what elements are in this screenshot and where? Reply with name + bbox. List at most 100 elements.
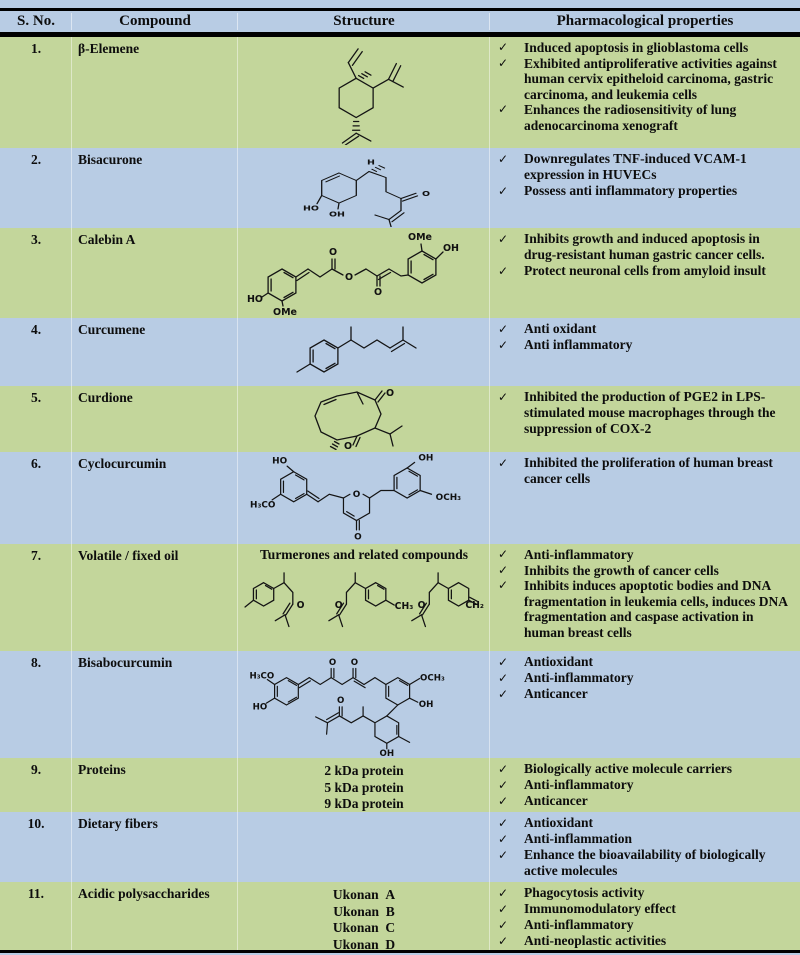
- property-text: Biologically active molecule carriers: [524, 761, 733, 776]
- structure-text: Ukonan A Ukonan B Ukonan C Ukonan D: [333, 885, 395, 950]
- structure-caption: Turmerones and related compounds: [260, 547, 468, 562]
- property-text: Anti-inflammation: [524, 831, 632, 846]
- property-text: Anti-inflammatory: [524, 670, 634, 685]
- property-text: Anti oxidant: [524, 321, 597, 336]
- structure-drawing: O O O OMe OH HO OMe: [247, 232, 459, 317]
- check-icon: ✓: [498, 671, 509, 685]
- property-text: Inhibits the growth of cancer cells: [524, 562, 719, 578]
- structure-drawing: HO H₃CO O O OH OCH₃: [250, 454, 461, 543]
- structure-cell: [238, 812, 490, 882]
- check-icon: ✓: [498, 934, 509, 948]
- atom-label: O: [344, 441, 352, 450]
- structure-cell: H O HO OH: [238, 148, 490, 228]
- table-row: 2. Bisacurone H O HO OH: [0, 148, 800, 228]
- property-item: ✓Exhibited antiproliferative activities …: [498, 56, 794, 103]
- property-text: Induced apoptosis in glioblastoma cells: [524, 40, 749, 55]
- atom-label: O: [297, 600, 305, 611]
- check-icon: ✓: [498, 232, 509, 246]
- structure-cell: HO H₃CO O O OH OCH₃: [238, 452, 490, 544]
- atom-label: O: [345, 272, 353, 283]
- property-item: ✓Protect neuronal cells from amyloid ins…: [498, 263, 794, 279]
- check-icon: ✓: [498, 778, 509, 792]
- structure-drawing: [338, 47, 404, 145]
- property-text: Enhance the bioavailability of biologica…: [524, 847, 766, 878]
- serial-number: 3.: [0, 228, 72, 318]
- property-text: Anti-inflammatory: [524, 777, 634, 792]
- properties-cell: ✓ Inhibited the production of PGE2 in LPS…: [490, 386, 800, 452]
- table-row: 5. Curdione O O ✓Inhibited the productio…: [0, 386, 800, 452]
- check-icon: ✓: [498, 886, 509, 900]
- property-item: ✓Induced apoptosis in glioblastoma cells: [498, 40, 794, 56]
- property-item: ✓Antioxidant: [498, 815, 794, 831]
- property-text: Inhibited the production of PGE2 in LPS-…: [524, 389, 776, 436]
- structure-cell: [238, 318, 490, 386]
- property-text: Enhances the radiosensitivity of lung ad…: [524, 102, 737, 133]
- properties-cell: ✓ Inhibits growth and induced apoptosis i…: [490, 228, 800, 318]
- properties-cell: ✓Downregulates TNF-induced VCAM-1 expres…: [490, 148, 800, 228]
- serial-number: 7.: [0, 544, 72, 651]
- property-item: ✓Downregulates TNF-induced VCAM-1 expres…: [498, 151, 794, 183]
- property-item: ✓ Inhibited the production of PGE2 in LPS…: [498, 389, 794, 437]
- property-text: Anti-inflammatory: [524, 547, 634, 562]
- structure-cell: O O O OMe OH HO OMe: [238, 228, 490, 318]
- compound-name: Cyclocurcumin: [72, 452, 238, 544]
- serial-number: 2.: [0, 148, 72, 228]
- properties-cell: ✓Antioxidant ✓ Anti-inflammation ✓ Enhance…: [490, 812, 800, 882]
- check-icon: ✓: [498, 264, 509, 278]
- structure-cell: Turmerones and related compounds: [238, 544, 490, 651]
- atom-label: HO: [253, 702, 268, 712]
- compound-name: Proteins: [72, 758, 238, 812]
- property-text: Inhibits growth and induced apoptosis in…: [524, 231, 765, 262]
- table-row: 4. Curcumene ✓Anti oxidant ✓Anti inflamm…: [0, 318, 800, 386]
- serial-number: 8.: [0, 651, 72, 758]
- check-icon: ✓: [498, 322, 509, 336]
- check-icon: ✓: [498, 562, 509, 577]
- properties-cell: ✓Inhibited the proliferation of human br…: [490, 452, 800, 544]
- serial-number: 1.: [0, 37, 72, 148]
- property-item: ✓ Inhibits induces apoptotic bodies and D…: [498, 578, 794, 640]
- property-item: ✓Anticancer: [498, 686, 794, 702]
- property-item: ✓Inhibited the proliferation of human br…: [498, 455, 794, 487]
- top-border-strip: [0, 0, 800, 11]
- structure-drawing: O O CH₃ O CH₂: [244, 572, 484, 628]
- compound-name: Curdione: [72, 386, 238, 452]
- atom-label: OMe: [273, 307, 297, 317]
- check-icon: ✓: [498, 547, 509, 561]
- atom-label: CH₂: [465, 600, 484, 611]
- compound-name: β-Elemene: [72, 37, 238, 148]
- property-text: Immunomodulatory effect: [524, 901, 676, 916]
- structure-line: Ukonan C: [332, 920, 396, 935]
- structure-line: 2 kDa protein: [324, 763, 404, 778]
- property-text: Downregulates TNF-induced VCAM-1 express…: [524, 151, 747, 182]
- check-icon: ✓: [498, 918, 509, 932]
- structure-drawing: H O HO OH: [303, 158, 430, 227]
- structure-drawing: [296, 326, 417, 373]
- check-icon: ✓: [498, 578, 509, 592]
- header-pharm: Pharmacological properties: [556, 13, 734, 29]
- compound-name: Bisabocurcumin: [72, 651, 238, 758]
- table-row: 6. Cyclocurcumin: [0, 452, 800, 544]
- property-item: ✓ Anti-inflammatory: [498, 547, 794, 563]
- compound-name: Acidic polysaccharides: [72, 882, 238, 950]
- property-item: ✓Phagocytosis activity: [498, 885, 794, 901]
- property-item: ✓Antioxidant: [498, 654, 794, 670]
- table-row: 1. β-Elemene ✓Induced apoptosis in gliob…: [0, 37, 800, 148]
- property-item: ✓Anticancer: [498, 793, 794, 809]
- properties-cell: ✓Induced apoptosis in glioblastoma cells…: [490, 37, 800, 148]
- serial-number: 4.: [0, 318, 72, 386]
- compound-name: Volatile / fixed oil: [72, 544, 238, 651]
- structure-drawing: H₃CO HO O O OCH₃ OH O OH: [249, 657, 445, 756]
- property-item: ✓Possess anti inflammatory properties: [498, 183, 794, 199]
- property-item: ✓Anti-neoplastic activities: [498, 933, 794, 949]
- property-text: Inhibits induces apoptotic bodies and DN…: [524, 578, 788, 640]
- check-icon: ✓: [498, 832, 509, 846]
- structure-cell: 2 kDa protein 5 kDa protein 9 kDa protei…: [238, 758, 490, 812]
- header-sno: S. No.: [0, 13, 72, 30]
- properties-cell: ✓Anti oxidant ✓Anti inflammatory: [490, 318, 800, 386]
- atom-label: O: [329, 657, 336, 667]
- check-icon: ✓: [498, 390, 509, 404]
- atom-label: CH₃: [395, 601, 414, 612]
- property-item: ✓ Anti-inflammation: [498, 831, 794, 847]
- structure-cell: Ukonan A Ukonan B Ukonan C Ukonan D: [238, 882, 490, 950]
